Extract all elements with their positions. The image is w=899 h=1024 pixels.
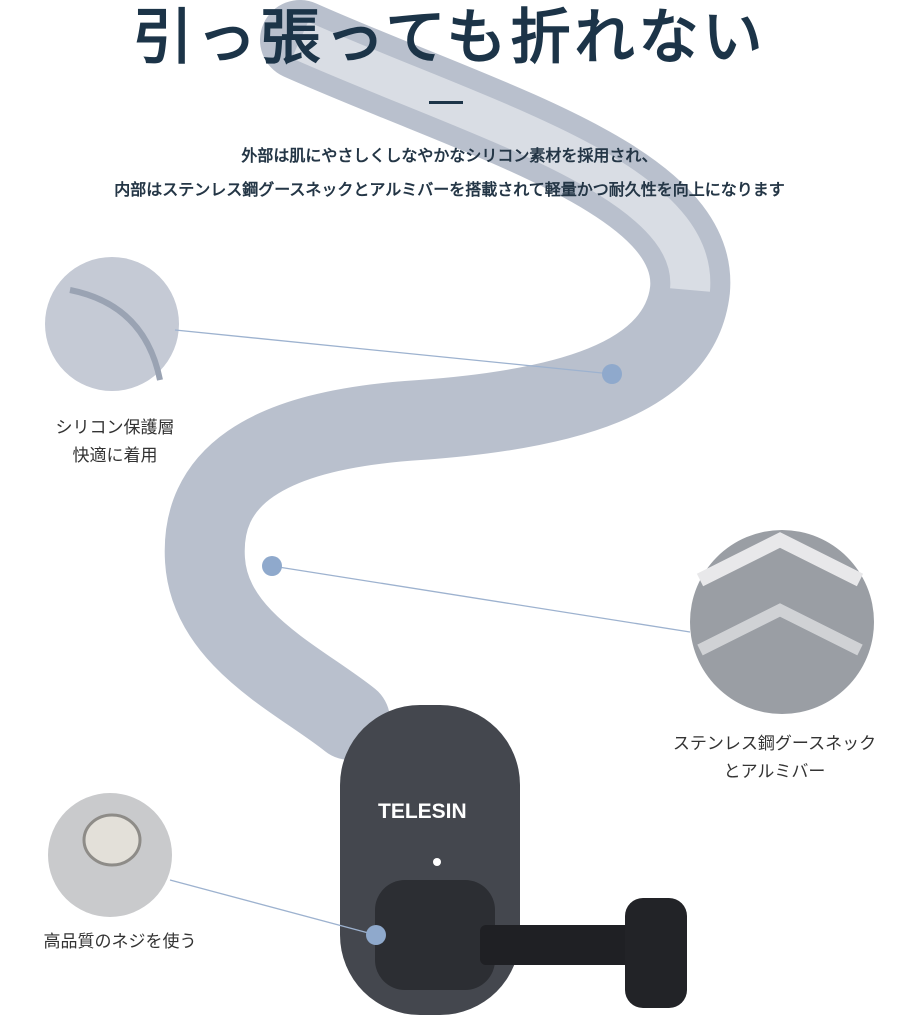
zoom-circle-steel [690, 530, 874, 714]
thumb-knob [625, 898, 687, 1008]
callout-steel-label: ステンレス鋼グースネック とアルミバー [650, 730, 899, 786]
zoom-circle-screw [48, 793, 172, 917]
mount-clamp [375, 880, 495, 990]
title-divider [429, 101, 463, 104]
zoom-circle-silicone [45, 257, 179, 391]
page-title: 引っ張っても折れない [132, 3, 767, 73]
thumb-screw [480, 925, 640, 965]
description-line-1: 外部は肌にやさしくしなやかなシリコン素材を採用され、 [241, 146, 658, 165]
callout-text: シリコン保護層 [55, 418, 175, 438]
description-line-2: 内部はステンレス鋼グースネックとアルミバーを搭載されて軽量かつ耐久性を向上になり… [114, 180, 785, 199]
callout-text: 快適に着用 [72, 446, 158, 466]
callout-text: 高品質のネジを使う [43, 932, 197, 952]
callout-screw-label: 高品質のネジを使う [10, 928, 230, 956]
callout-lines [169, 329, 691, 936]
callout-silicone-label: シリコン保護層 快適に着用 [30, 414, 200, 470]
callout-text: とアルミバー [723, 762, 826, 782]
callout-dots [262, 364, 622, 945]
brand-logo: TELESIN [378, 800, 467, 823]
band-highlight [291, 21, 711, 292]
indicator-light [433, 858, 441, 866]
callout-text: ステンレス鋼グースネック [672, 734, 877, 754]
